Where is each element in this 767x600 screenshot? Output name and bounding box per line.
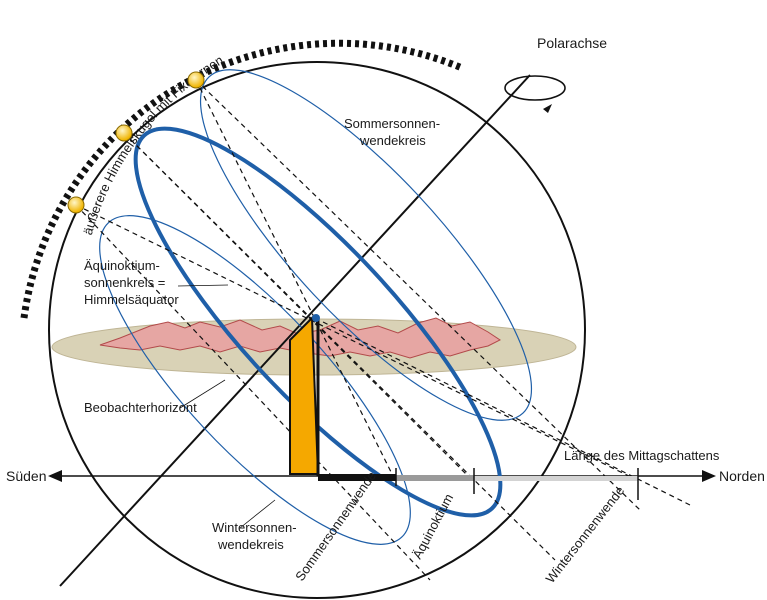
shadow-equinox xyxy=(396,475,474,481)
leader-equinox xyxy=(177,284,229,287)
celestial-sphere xyxy=(48,61,586,599)
rotation-ellipse xyxy=(504,75,566,101)
gnomon xyxy=(289,315,320,475)
sun-equinox xyxy=(115,124,133,142)
equinox-circle-label-3: Himmelsäquator xyxy=(84,292,179,307)
south-label: Süden xyxy=(6,468,46,484)
sun-rays xyxy=(75,79,691,581)
leader-horizon xyxy=(179,379,226,409)
outer-sphere-dotted-arc xyxy=(20,39,464,319)
summer-solstice-circle xyxy=(199,69,533,421)
horizon-label: Beobachterhorizont xyxy=(84,400,197,415)
shadow-winter xyxy=(474,476,638,481)
sun-summer xyxy=(187,71,205,89)
shadow-length-label: Länge des Mittagschattens xyxy=(564,448,720,463)
leader-winter xyxy=(239,499,276,529)
observer-point xyxy=(312,314,320,322)
rotation-arrow xyxy=(543,104,552,113)
north-label: Norden xyxy=(719,468,765,484)
equinox-circle-label-2: sonnenkreis = xyxy=(84,275,165,290)
summer-solstice-tick-label: Sommersonnenwende xyxy=(292,469,379,584)
sun-winter xyxy=(67,196,85,214)
winter-circle-label-1: Wintersonnen- xyxy=(212,520,297,535)
equinox-circle xyxy=(133,126,503,518)
summer-circle-label-1: Sommersonnen- xyxy=(344,116,440,131)
winter-solstice-tick-label: Wintersonnenwende xyxy=(543,483,628,586)
polar-axis-label: Polarachse xyxy=(537,35,607,51)
polar-axis xyxy=(59,74,531,587)
south-arrowhead xyxy=(48,470,62,482)
equinox-circle-label-1: Äquinoktium- xyxy=(84,258,160,273)
shadow-summer xyxy=(318,474,396,481)
equinox-tick-label: Äquinoktium xyxy=(409,491,456,561)
winter-circle-label-2: wendekreis xyxy=(217,537,284,552)
north-arrowhead xyxy=(702,470,716,482)
summer-circle-label-2: wendekreis xyxy=(359,133,426,148)
